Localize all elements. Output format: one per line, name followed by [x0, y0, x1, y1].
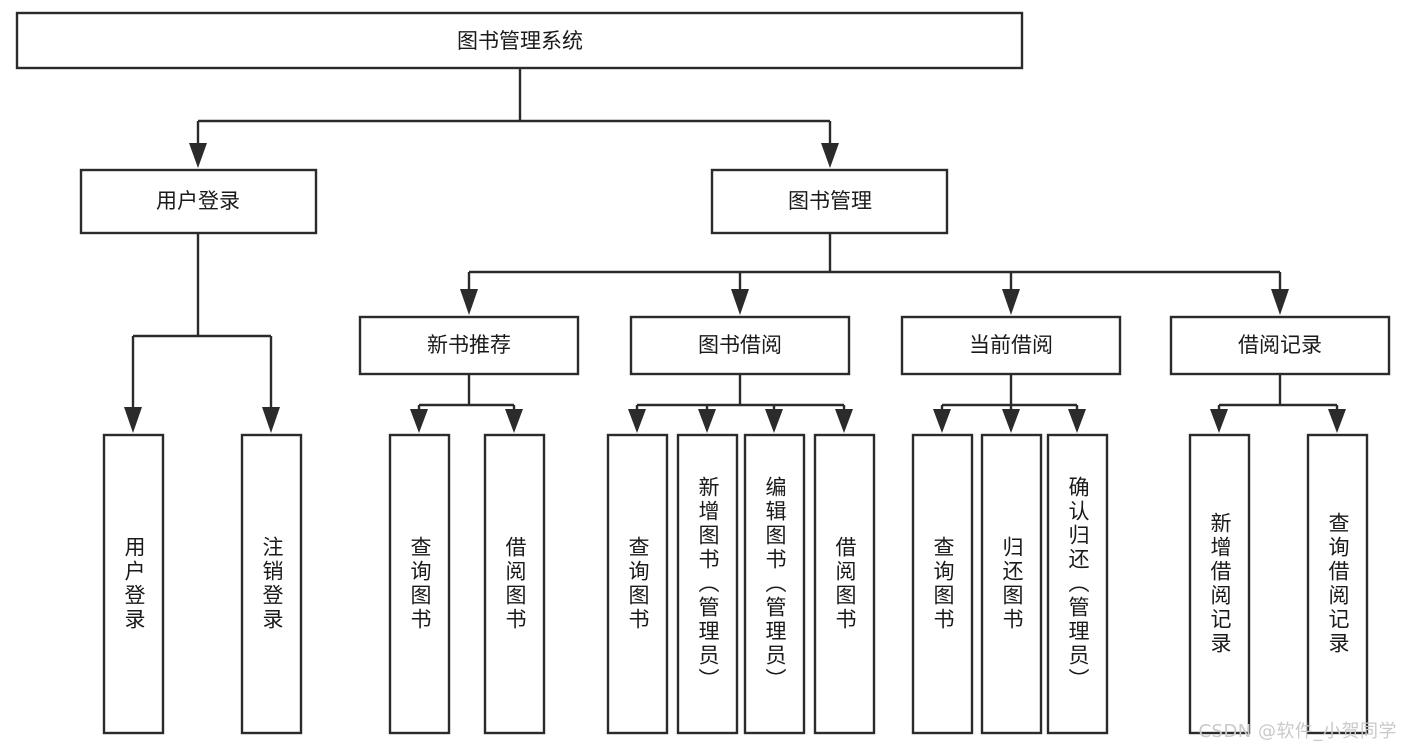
- leaf-confirm-return[interactable]: 确认归还（管理员）: [1046, 433, 1109, 735]
- leaf-query-book-2-box[interactable]: [606, 433, 669, 735]
- node-borrow-record[interactable]: 借阅记录: [1169, 315, 1391, 376]
- leaf-edit-book-label: 编辑图书（管理员）: [763, 476, 787, 692]
- leaf-borrow-book-2-label: 借阅图书: [833, 536, 857, 632]
- leaf-add-book-box[interactable]: [676, 433, 739, 735]
- leaf-edit-book-box[interactable]: [743, 433, 806, 735]
- leaf-add-record-label: 新增借阅记录: [1208, 512, 1232, 656]
- leaf-add-record-box[interactable]: [1188, 433, 1251, 735]
- arrow-head-current-borrow: [1002, 289, 1020, 315]
- leaf-confirm-return-label: 确认归还（管理员）: [1066, 476, 1090, 692]
- node-root-box[interactable]: [15, 11, 1024, 70]
- leaf-borrow-book-2-box[interactable]: [813, 433, 876, 735]
- node-book-manage-label: 图书管理: [788, 189, 872, 213]
- edges-layer: [124, 68, 1346, 433]
- leaf-logout-box[interactable]: [240, 433, 303, 735]
- leaf-query-book-1-box[interactable]: [388, 433, 451, 735]
- node-book-borrow[interactable]: 图书借阅: [629, 315, 851, 376]
- leaf-query-book-3-box[interactable]: [911, 433, 974, 735]
- leaf-query-record-box[interactable]: [1306, 433, 1369, 735]
- node-root-label: 图书管理系统: [457, 29, 583, 53]
- node-book-manage[interactable]: 图书管理: [710, 168, 949, 235]
- leaf-query-book-2-label: 查询图书: [626, 536, 650, 632]
- arrow-head-leaf-confirm-return: [1068, 409, 1086, 433]
- arrow-head-leaf-return-book: [1002, 409, 1020, 433]
- arrow-head-leaf-query-book-1: [410, 409, 428, 433]
- arrow-head-leaf-add-record: [1210, 409, 1228, 433]
- nodes-layer: 图书管理系统 用户登录 图书管理 新书推荐 图书借阅: [15, 11, 1391, 735]
- node-current-borrow[interactable]: 当前借阅: [900, 315, 1122, 376]
- arrow-head-book-borrow: [731, 289, 749, 315]
- node-user-login-label: 用户登录: [156, 189, 240, 213]
- leaf-add-book[interactable]: 新增图书（管理员）: [676, 433, 739, 735]
- node-new-book-recommend-label: 新书推荐: [427, 333, 511, 357]
- arrow-head-leaf-logout: [262, 407, 280, 433]
- leaf-edit-book[interactable]: 编辑图书（管理员）: [743, 433, 806, 735]
- leaf-query-record[interactable]: 查询借阅记录: [1306, 433, 1369, 735]
- arrow-head-new-book-recommend: [460, 289, 478, 315]
- node-book-manage-box[interactable]: [710, 168, 949, 235]
- leaf-user-login-box[interactable]: [102, 433, 165, 735]
- node-current-borrow-label: 当前借阅: [969, 333, 1053, 357]
- arrow-head-leaf-borrow-book-1: [505, 409, 523, 433]
- arrow-head-user-login: [189, 143, 207, 168]
- leaf-add-record[interactable]: 新增借阅记录: [1188, 433, 1251, 735]
- leaf-user-login-label: 用户登录: [122, 536, 146, 632]
- leaf-query-book-3[interactable]: 查询图书: [911, 433, 974, 735]
- arrow-head-borrow-record: [1271, 289, 1289, 315]
- arrow-head-leaf-add-book: [698, 409, 716, 433]
- leaf-query-book-1[interactable]: 查询图书: [388, 433, 451, 735]
- leaf-confirm-return-box[interactable]: [1046, 433, 1109, 735]
- leaf-query-record-label: 查询借阅记录: [1326, 512, 1350, 656]
- leaf-logout-label: 注销登录: [260, 536, 284, 632]
- leaf-return-book-label: 归还图书: [1000, 536, 1024, 632]
- leaf-return-book-box[interactable]: [980, 433, 1043, 735]
- arrow-head-leaf-borrow-book-2: [835, 409, 853, 433]
- arrow-head-book-manage: [821, 143, 839, 168]
- node-book-borrow-box[interactable]: [629, 315, 851, 376]
- leaf-user-login[interactable]: 用户登录: [102, 433, 165, 735]
- leaf-add-book-label: 新增图书（管理员）: [696, 476, 720, 692]
- node-book-borrow-label: 图书借阅: [698, 333, 782, 357]
- node-new-book-recommend[interactable]: 新书推荐: [358, 315, 580, 376]
- leaf-return-book[interactable]: 归还图书: [980, 433, 1043, 735]
- leaf-borrow-book-2[interactable]: 借阅图书: [813, 433, 876, 735]
- node-user-login[interactable]: 用户登录: [79, 168, 318, 235]
- leaf-borrow-book-1-label: 借阅图书: [503, 536, 527, 632]
- node-current-borrow-box[interactable]: [900, 315, 1122, 376]
- arrow-head-leaf-query-book-3: [933, 409, 951, 433]
- leaf-logout[interactable]: 注销登录: [240, 433, 303, 735]
- leaf-borrow-book-1[interactable]: 借阅图书: [483, 433, 546, 735]
- node-root[interactable]: 图书管理系统: [15, 11, 1024, 70]
- node-new-book-recommend-box[interactable]: [358, 315, 580, 376]
- leaf-query-book-3-label: 查询图书: [931, 536, 955, 632]
- arrow-head-leaf-query-record: [1328, 409, 1346, 433]
- leaf-borrow-book-1-box[interactable]: [483, 433, 546, 735]
- node-borrow-record-box[interactable]: [1169, 315, 1391, 376]
- leaf-query-book-2[interactable]: 查询图书: [606, 433, 669, 735]
- arrow-head-leaf-user-login: [124, 407, 142, 433]
- arrow-head-leaf-edit-book: [765, 409, 783, 433]
- arrow-head-leaf-query-book-2: [628, 409, 646, 433]
- leaf-query-book-1-label: 查询图书: [408, 536, 432, 632]
- node-user-login-box[interactable]: [79, 168, 318, 235]
- node-borrow-record-label: 借阅记录: [1238, 333, 1322, 357]
